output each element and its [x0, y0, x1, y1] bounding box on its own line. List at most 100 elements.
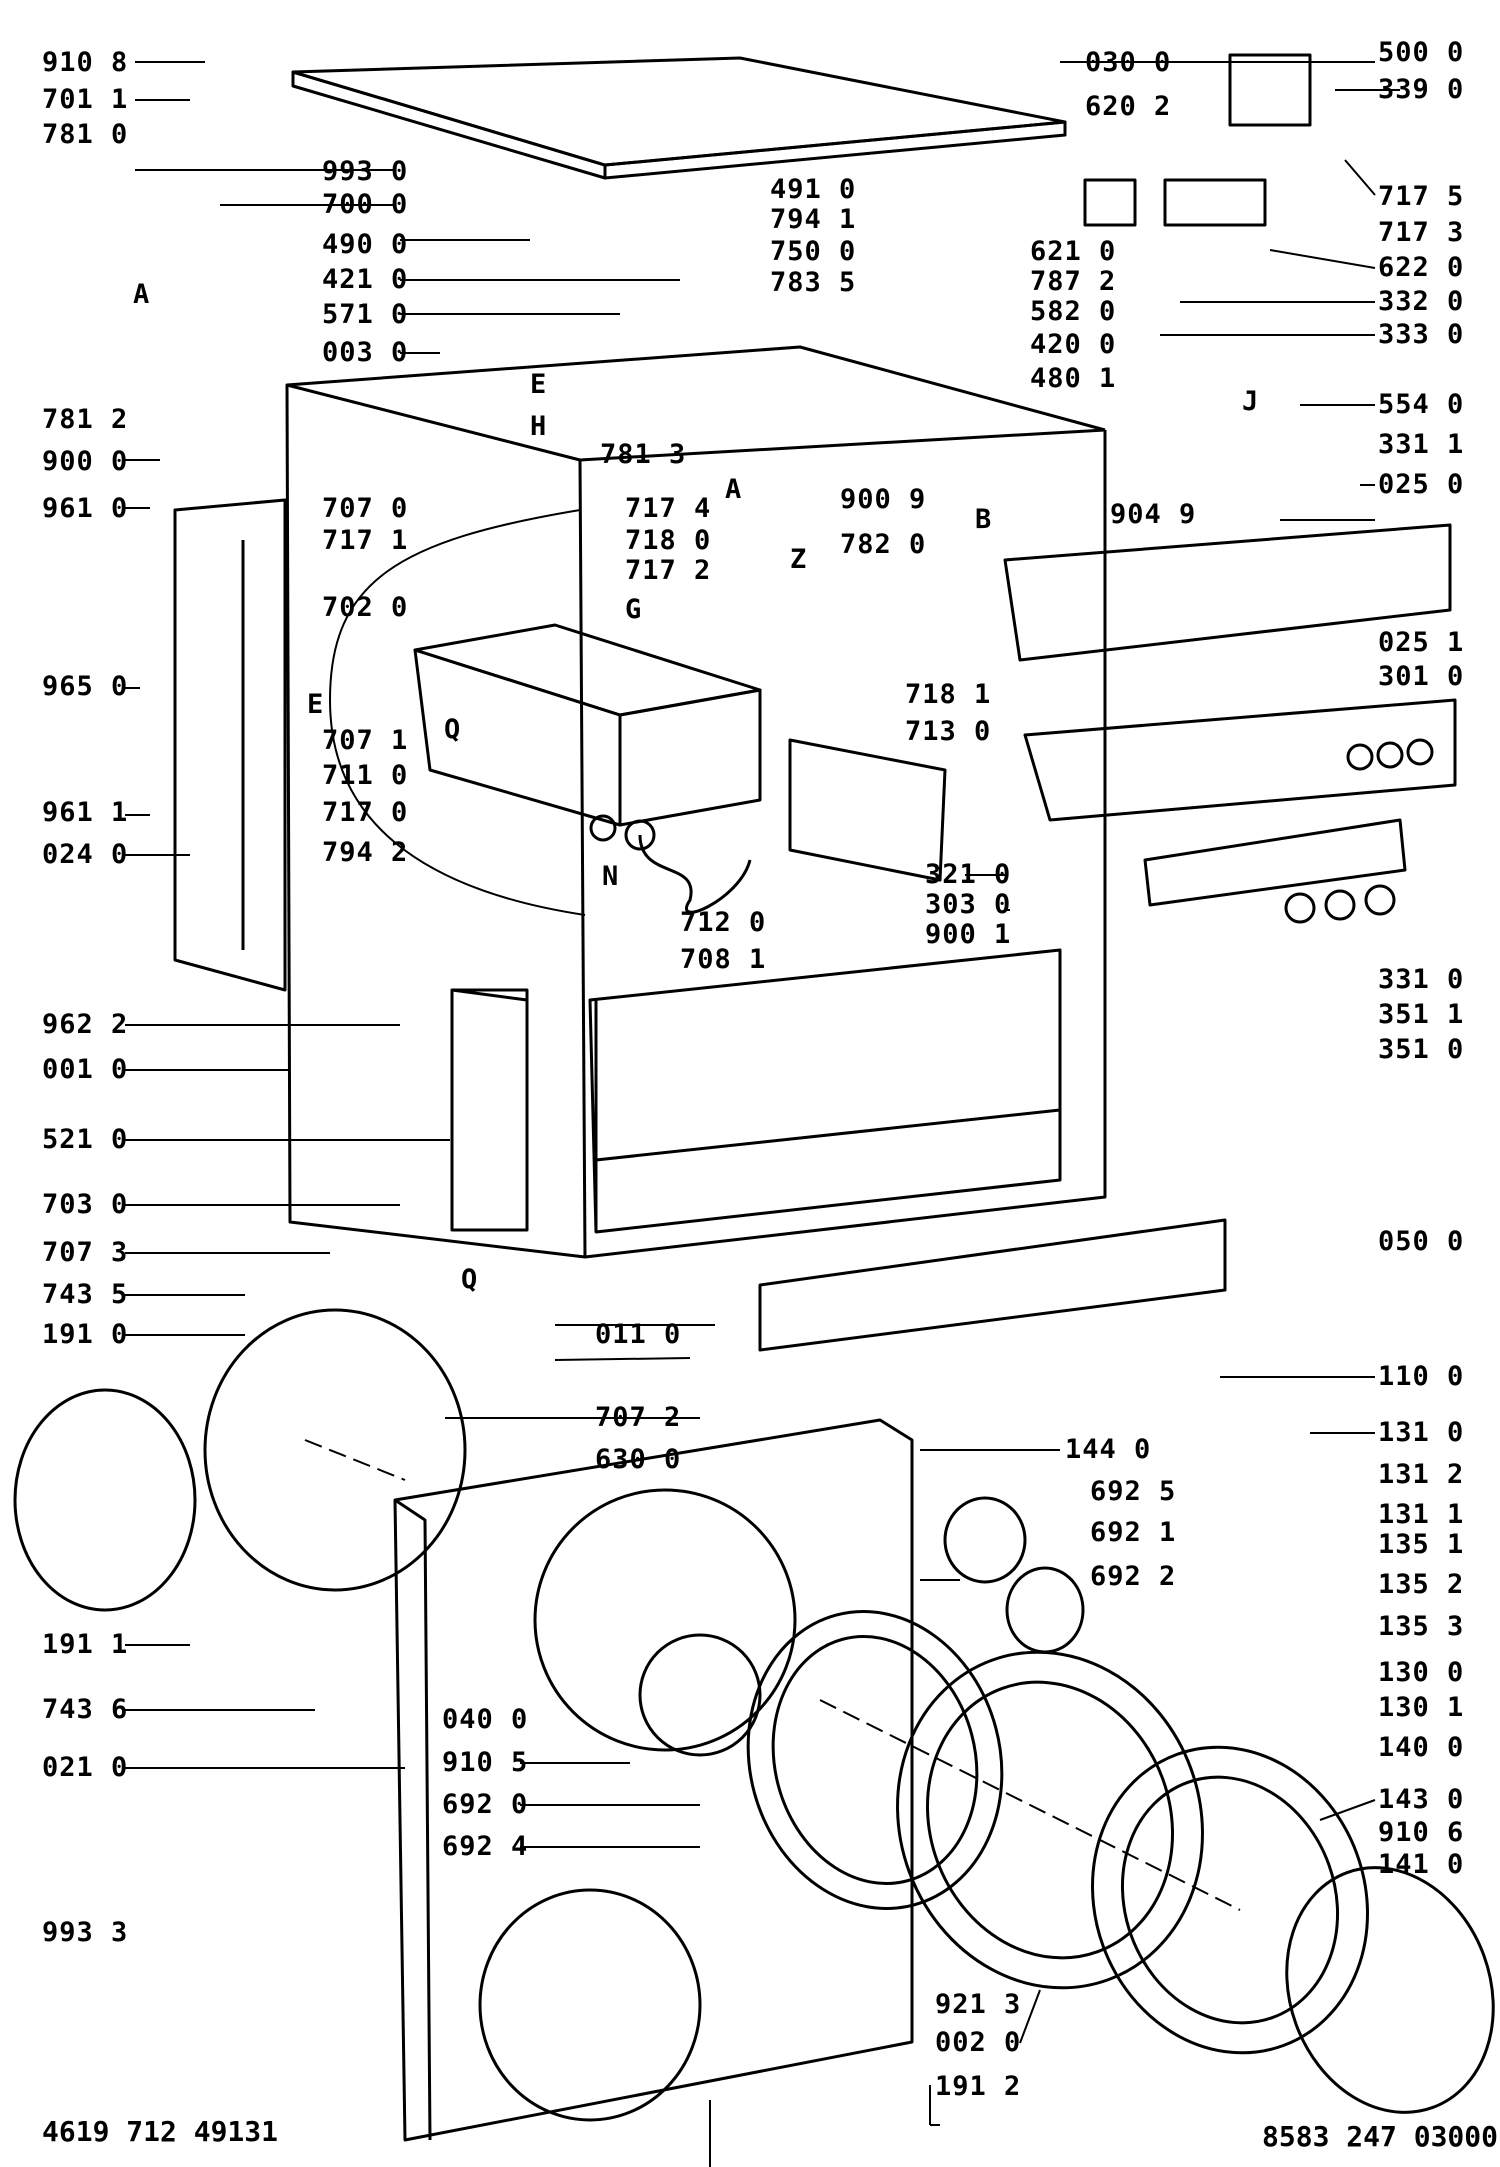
- front-panel: [393, 1418, 914, 2142]
- part-label: 783 5: [770, 267, 857, 298]
- part-label: 781 3: [600, 439, 687, 470]
- part-label: 781 0: [42, 119, 129, 150]
- part-label: 910 6: [1378, 1817, 1465, 1848]
- part-label: 701 1: [42, 84, 129, 115]
- part-label: 717 5: [1378, 181, 1465, 212]
- letter-marker: B: [975, 504, 993, 535]
- part-label: 717 2: [625, 555, 712, 586]
- part-label: 191 2: [935, 2071, 1022, 2102]
- part-label: 717 1: [322, 525, 409, 556]
- door-assembly: [896, 1650, 1495, 2114]
- part-label: 003 0: [322, 337, 409, 368]
- part-label: 131 1: [1378, 1499, 1465, 1530]
- kickplate: [758, 1218, 1227, 1352]
- part-label: 110 0: [1378, 1361, 1465, 1392]
- part-label: 021 0: [42, 1752, 129, 1783]
- letter-marker: J: [1242, 386, 1260, 417]
- part-label: 717 3: [1378, 217, 1465, 248]
- part-label: 135 1: [1378, 1529, 1465, 1560]
- part-label: 303 0: [925, 889, 1012, 920]
- part-label: 961 1: [42, 797, 129, 828]
- part-label: 130 1: [1378, 1692, 1465, 1723]
- main-cabinet: [285, 345, 1107, 1259]
- part-label: 480 1: [1030, 363, 1117, 394]
- drain-hose: [589, 814, 752, 914]
- part-label: 713 0: [905, 716, 992, 747]
- footer-left-code: 4619 712 49131: [42, 2115, 279, 2148]
- part-label: 620 2: [1085, 91, 1172, 122]
- part-label: 332 0: [1378, 286, 1465, 317]
- part-label: 301 0: [1378, 661, 1465, 692]
- small-round-parts: [943, 1496, 1085, 1654]
- part-label: 351 1: [1378, 999, 1465, 1030]
- part-label: 703 0: [42, 1189, 129, 1220]
- part-label: 421 0: [322, 264, 409, 295]
- door-seal-ring: [746, 1610, 1004, 1910]
- part-label: 143 0: [1378, 1784, 1465, 1815]
- part-label: 904 9: [1110, 499, 1197, 530]
- timer-unit: [1083, 53, 1312, 227]
- part-label: 910 5: [442, 1747, 529, 1778]
- control-panel: [1003, 523, 1457, 924]
- part-label: 191 0: [42, 1319, 129, 1350]
- footer-right-code: 8583 247 03000: [1262, 2120, 1499, 2153]
- part-label: 030 0: [1085, 47, 1172, 78]
- part-label: 622 0: [1378, 252, 1465, 283]
- part-label: 702 0: [322, 592, 409, 623]
- part-label: 191 1: [42, 1629, 129, 1660]
- part-label: 962 2: [42, 1009, 129, 1040]
- part-label: 025 0: [1378, 469, 1465, 500]
- tub-front: [13, 1308, 702, 2122]
- letter-marker: E: [530, 369, 548, 400]
- part-label: 712 0: [680, 907, 767, 938]
- part-label: 135 2: [1378, 1569, 1465, 1600]
- part-label: 131 0: [1378, 1417, 1465, 1448]
- part-label: 002 0: [935, 2027, 1022, 2058]
- letter-marker: E: [307, 689, 325, 720]
- part-label: 024 0: [42, 839, 129, 870]
- part-label: 707 3: [42, 1237, 129, 1268]
- letter-marker: A: [725, 474, 743, 505]
- part-label: 011 0: [595, 1319, 682, 1350]
- part-label: 321 0: [925, 859, 1012, 890]
- part-label: 743 5: [42, 1279, 129, 1310]
- letter-marker: N: [602, 861, 620, 892]
- part-label: 961 0: [42, 493, 129, 524]
- letter-marker: G: [625, 594, 643, 625]
- part-label: 794 1: [770, 204, 857, 235]
- part-label: 707 1: [322, 725, 409, 756]
- part-label: 521 0: [42, 1124, 129, 1155]
- part-label: 993 3: [42, 1917, 129, 1948]
- part-label: 554 0: [1378, 389, 1465, 420]
- part-label: 711 0: [322, 760, 409, 791]
- part-label: 692 5: [1090, 1476, 1177, 1507]
- letter-marker: Z: [790, 544, 808, 575]
- part-label: 050 0: [1378, 1226, 1465, 1257]
- part-label: 708 1: [680, 944, 767, 975]
- part-label: 490 0: [322, 229, 409, 260]
- part-label: 692 2: [1090, 1561, 1177, 1592]
- part-label: 750 0: [770, 236, 857, 267]
- part-label: 900 1: [925, 919, 1012, 950]
- part-label: 630 0: [595, 1444, 682, 1475]
- part-label: 700 0: [322, 189, 409, 220]
- letter-marker: A: [133, 279, 151, 310]
- part-label: 692 0: [442, 1789, 529, 1820]
- part-label: 910 8: [42, 47, 129, 78]
- part-label: 707 0: [322, 493, 409, 524]
- part-label: 001 0: [42, 1054, 129, 1085]
- part-label: 717 4: [625, 493, 712, 524]
- part-label: 965 0: [42, 671, 129, 702]
- part-label: 717 0: [322, 797, 409, 828]
- part-label: 025 1: [1378, 627, 1465, 658]
- detergent-dispenser: [413, 623, 947, 882]
- letter-marker: Q: [461, 1264, 479, 1295]
- part-label: 351 0: [1378, 1034, 1465, 1065]
- part-label: 718 0: [625, 525, 712, 556]
- part-label: 420 0: [1030, 329, 1117, 360]
- part-label: 500 0: [1378, 37, 1465, 68]
- part-label: 707 2: [595, 1402, 682, 1433]
- part-label: 333 0: [1378, 319, 1465, 350]
- part-label: 331 1: [1378, 429, 1465, 460]
